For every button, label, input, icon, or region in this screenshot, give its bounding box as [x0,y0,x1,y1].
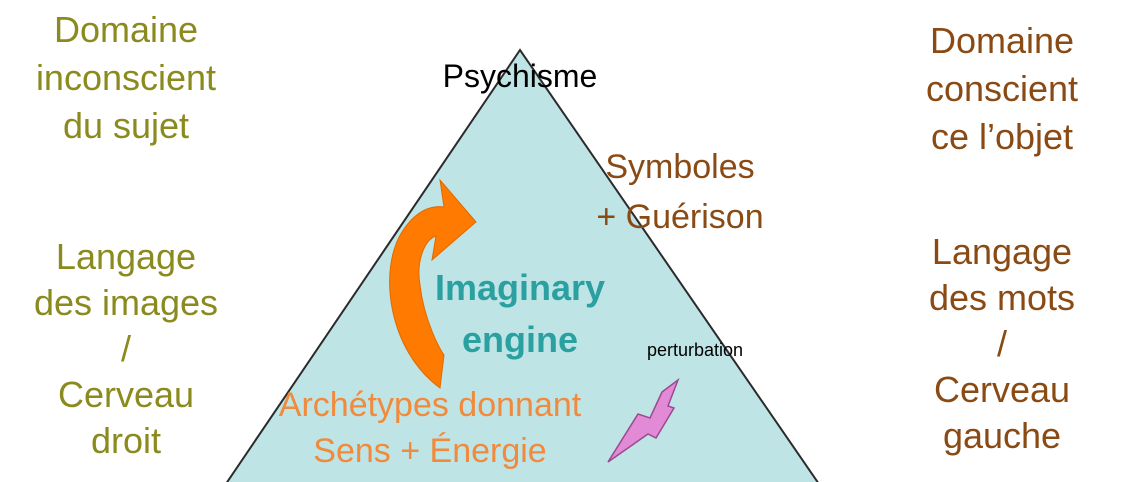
pyramid-triangle [225,48,819,482]
right-top-line-1: Domaine [929,20,1075,61]
archetypes-label: Archétypes donnant Sens + Énergie [220,382,640,474]
engine-label: Imaginary engine [400,262,640,366]
symboles-line-2: + Guérison [596,198,764,236]
left-bottom-line-5: droit [90,420,162,461]
right-bottom-line-5: gauche [942,415,1062,456]
engine-line-1: Imaginary [434,267,606,308]
right-top-line-2: conscient [925,68,1079,109]
left-top-line-3: du sujet [62,105,190,146]
symboles-label: Symboles + Guérison [560,142,800,242]
left-bottom-line-3: / [120,328,131,369]
right-top-line-3: ce l’objet [930,116,1074,157]
symboles-line-1: Symboles [605,148,755,186]
left-bottom-line-4: Cerveau [57,374,195,415]
perturbation-label: perturbation [646,340,744,360]
archetypes-line-1: Archétypes donnant [278,386,582,424]
left-bottom-line-1: Langage [55,236,197,277]
lightning-bolt-icon [607,377,680,463]
curved-arrow-icon [389,178,477,389]
archetypes-line-2: Sens + Énergie [313,432,547,470]
left-language-text: Langage des images / Cerveau droit [0,234,252,464]
right-language-text: Langage des mots / Cerveau gauche [880,229,1124,459]
right-bottom-line-3: / [996,323,1007,364]
right-bottom-line-4: Cerveau [933,369,1071,410]
apex-label: Psychisme [442,58,598,94]
right-domain-text: Domaine conscient ce l’objet [880,17,1124,161]
left-domain-text: Domaine inconscient du sujet [0,6,252,150]
left-top-line-1: Domaine [53,9,199,50]
left-top-line-2: inconscient [35,57,217,98]
left-bottom-line-2: des images [33,282,219,323]
right-bottom-line-2: des mots [928,277,1076,318]
engine-line-2: engine [461,319,578,360]
right-bottom-line-1: Langage [931,231,1073,272]
